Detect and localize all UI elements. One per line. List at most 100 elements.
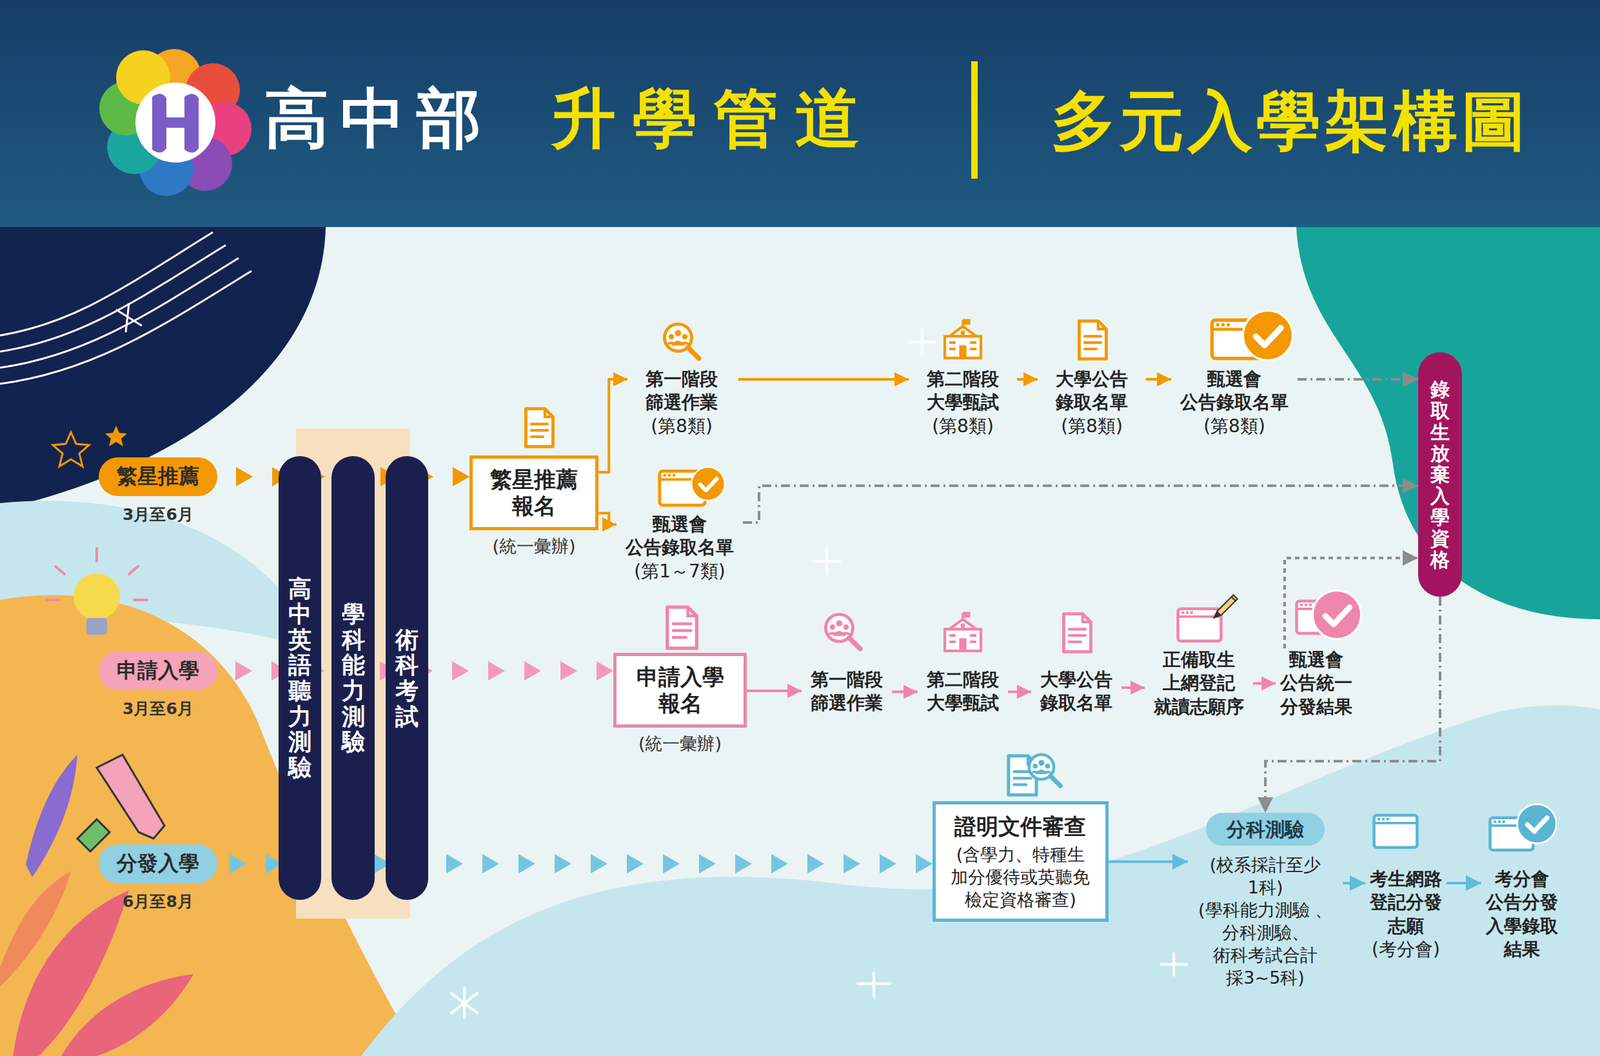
date-label: 3月至6月 [122, 503, 194, 525]
connector [742, 485, 1419, 523]
exam-bar: 高中英語聽力測驗 [278, 455, 322, 900]
document-icon [1078, 321, 1107, 360]
wave-lines [0, 232, 252, 384]
triangle-arrow [843, 853, 861, 874]
title-label: 高中部 [264, 76, 493, 164]
title-label: 升學管道 [551, 76, 877, 164]
step-title: 正備取生 上網登記 就讀志願序 [1144, 648, 1254, 719]
triangle-arrow [452, 466, 470, 487]
check-icon [1242, 310, 1293, 360]
triangle-arrow [807, 853, 825, 874]
flow-step: 大學公告 錄取名單(第8類) [1037, 367, 1146, 438]
connector [1121, 686, 1145, 689]
connector [1342, 881, 1366, 885]
triangle-arrow [771, 853, 789, 874]
triangle-arrow [626, 853, 644, 874]
flow-step: 甄選會 公告錄取名單(第1～7類) [616, 512, 743, 583]
search-icon [664, 323, 699, 358]
triangle-arrow [560, 661, 578, 681]
pencil-icon [1213, 594, 1237, 618]
window-icon [1374, 815, 1418, 848]
header-band [0, 0, 1600, 228]
connector [1017, 377, 1038, 381]
step-note: (第8類) [1171, 414, 1298, 438]
step-note: (學科能力測驗 、分科測驗、 術科考試合計 採3~5科) [1190, 898, 1341, 989]
connector [891, 690, 918, 693]
triangle-arrow [452, 661, 469, 681]
teal-blob [1296, 227, 1600, 620]
stage-pill: 申請入學3月至6月 [98, 651, 218, 691]
process-box: 繁星推薦 報名(統一彙辦) [469, 455, 599, 531]
triangle-arrow [554, 853, 572, 874]
exam-bar: 學科能力測驗 [331, 455, 375, 900]
connector [1284, 557, 1419, 649]
document-icon [525, 408, 553, 447]
step-note: (第8類) [627, 414, 736, 438]
triangle-arrow [735, 853, 752, 874]
flow-step: 第二階段 大學甄試 [917, 668, 1008, 716]
exam-bar: 錄取生放棄入學資格 [1418, 352, 1462, 597]
connector [1297, 377, 1419, 381]
step-note: (第8類) [1037, 414, 1146, 438]
triangle-arrow [229, 853, 247, 874]
step-title: 大學公告 錄取名單 [1031, 668, 1122, 716]
box-title: 申請入學 報名 [630, 663, 730, 717]
school-logo [99, 49, 252, 197]
light-blue-wave [361, 704, 1600, 1056]
step-title: 第一階段 篩選作業 [627, 367, 736, 415]
step-title: 甄選會 公告錄取名單 [1171, 367, 1298, 415]
connector [1145, 377, 1172, 381]
navy-blob [0, 227, 326, 510]
box-title: 繁星推薦 報名 [486, 466, 582, 520]
connector [738, 377, 909, 381]
date-label: 3月至6月 [122, 697, 194, 720]
flow-step: 考分會 公告分發 入學錄取 結果 [1481, 867, 1563, 962]
stage-pill: 分發入學6月至8月 [98, 844, 218, 883]
triangle-arrow [662, 853, 680, 874]
vertical-label: 學科能力測驗 [341, 601, 366, 755]
stage-pill: 繁星推薦3月至6月 [98, 457, 218, 496]
triangle-arrow [446, 853, 464, 874]
step-note: (校系採計至少 1科) [1190, 853, 1341, 899]
connector [1007, 690, 1032, 693]
flow-step: 大學公告 錄取名單 [1031, 668, 1122, 716]
step-title: 甄選會 公告錄取名單 [616, 512, 743, 560]
triangle-arrow [235, 661, 253, 681]
connector [746, 689, 802, 692]
step-title: 大學公告 錄取名單 [1037, 367, 1146, 415]
flow-step: 考生網路 登記分發 志願(考分會) [1365, 867, 1447, 962]
vertical-label: 錄取生放棄入學資格 [1430, 378, 1450, 571]
step-note: (第8類) [908, 414, 1018, 438]
window-icon [1178, 608, 1222, 642]
document-icon [1063, 613, 1091, 652]
connector [1446, 881, 1482, 885]
connector [598, 379, 628, 473]
step-title: 第二階段 大學甄試 [908, 367, 1018, 415]
step-title: 第二階段 大學甄試 [917, 668, 1008, 716]
connector [1253, 682, 1276, 685]
check-icon [1312, 590, 1361, 639]
triangle-arrow [879, 853, 897, 874]
step-note: (第1～7類) [616, 559, 743, 583]
pill-label: 繁星推薦 [116, 462, 200, 491]
pill-label: 分發入學 [116, 849, 200, 878]
title-text: 多元入學架構圖 [1051, 78, 1530, 166]
triangle-arrow [488, 661, 505, 681]
date-label: 6月至8月 [122, 890, 194, 912]
triangle-arrow [236, 466, 253, 487]
exam-pill: 分科測驗 [1205, 812, 1325, 846]
vertical-label: 高中英語聽力測驗 [288, 575, 312, 781]
step-note: (考分會) [1365, 937, 1447, 961]
pencils [77, 754, 165, 852]
step-title: 甄選會 公告統一 分發結果 [1275, 648, 1357, 719]
check-icon [1517, 804, 1557, 844]
box-note: (統一彙辦) [492, 534, 576, 558]
flow-step: 第一階段 篩選作業(第8類) [627, 367, 736, 438]
connector [1108, 860, 1188, 863]
pill-label: 申請入學 [116, 656, 200, 685]
school-icon [944, 612, 981, 651]
flow-step: 甄選會 公告錄取名單(第8類) [1171, 367, 1298, 438]
exam-bar: 術科考試 [385, 455, 429, 900]
sparkles [451, 328, 1187, 1018]
